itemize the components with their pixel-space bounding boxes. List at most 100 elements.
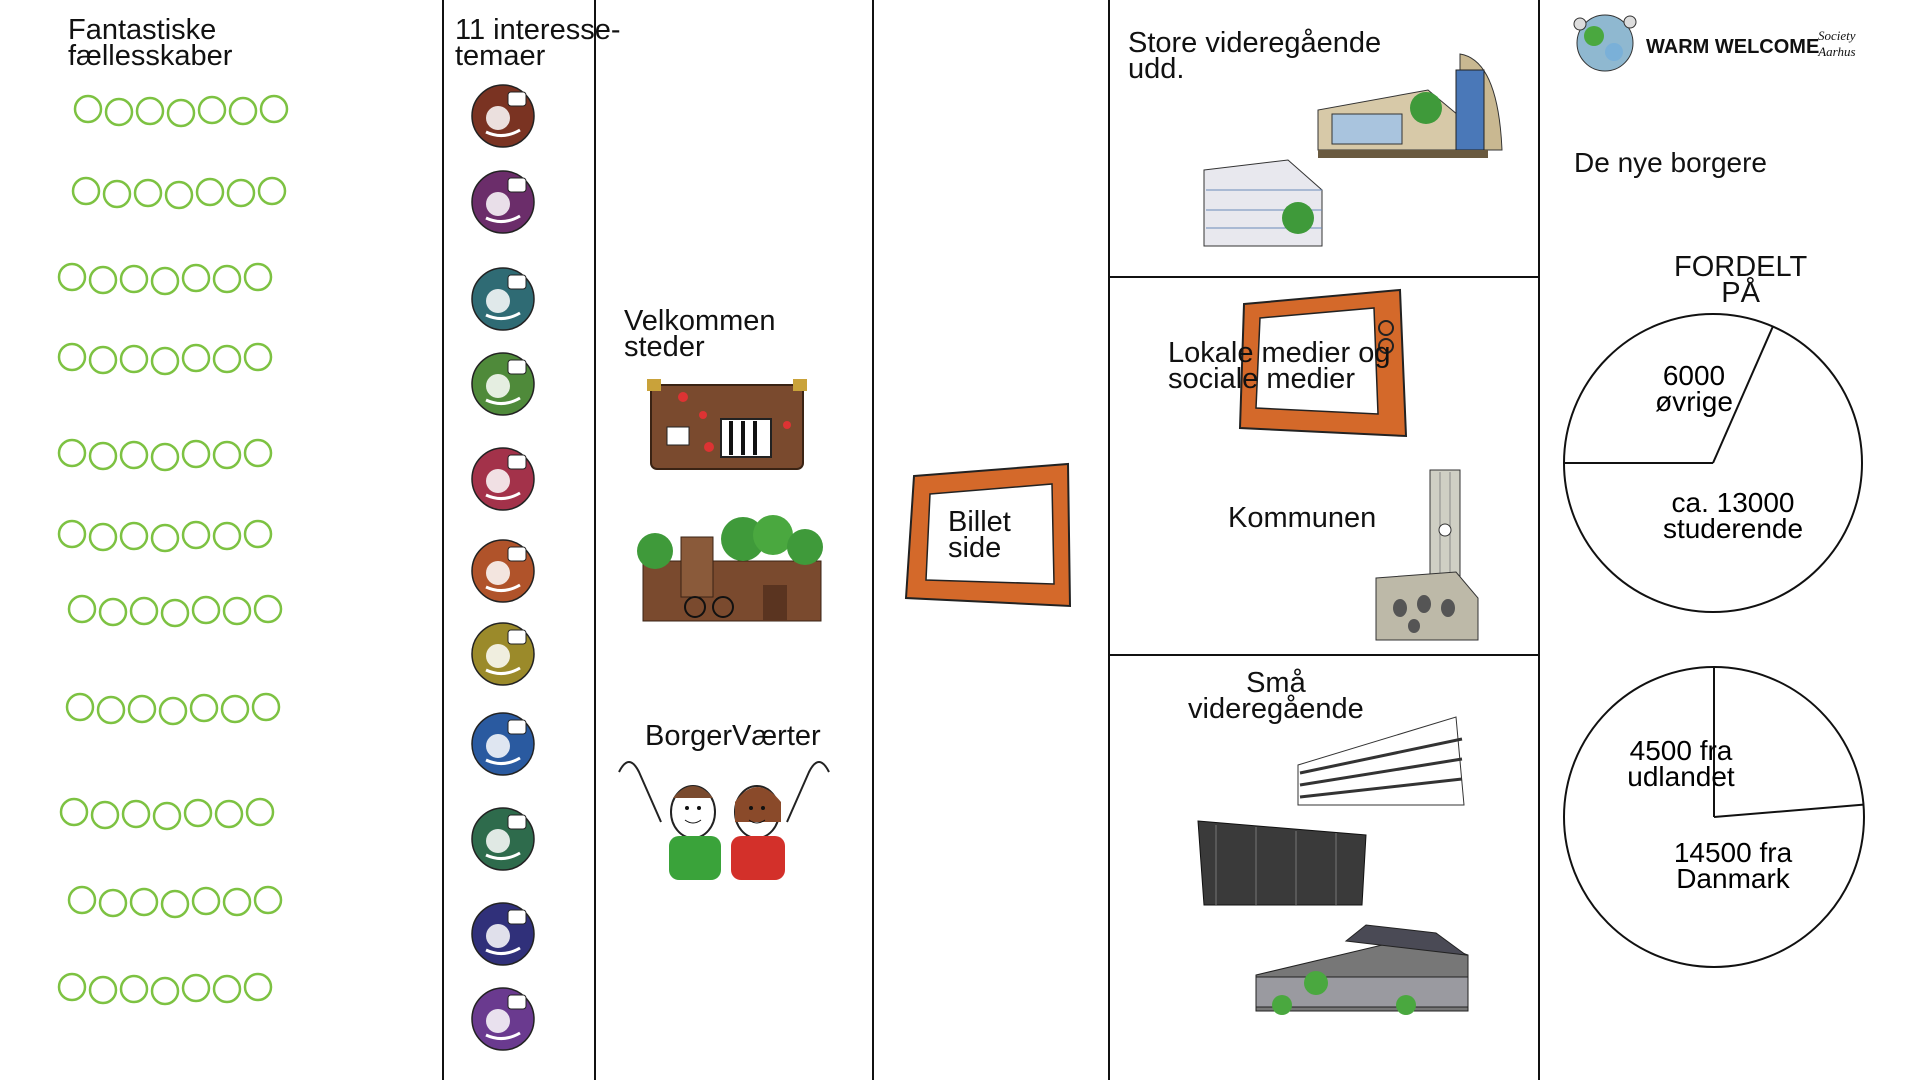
- community-circle: [88, 441, 118, 471]
- community-row: [72, 91, 302, 131]
- community-circle: [88, 522, 118, 552]
- community-row: [70, 173, 300, 213]
- community-circle: [133, 178, 163, 208]
- community-circle: [243, 972, 273, 1002]
- theatre-computer-icon: [470, 265, 536, 331]
- places-title: Velkommen steder: [624, 305, 776, 363]
- community-circle: [127, 694, 157, 724]
- music-note-icon: [470, 985, 536, 1051]
- community-circle: [119, 974, 149, 1004]
- community-circle: [119, 521, 149, 551]
- community-row: [56, 969, 286, 1009]
- logo-text: WARM WELCOME: [1646, 36, 1820, 58]
- community-circle: [253, 594, 283, 624]
- hosts-title: BorgerVærter: [645, 720, 821, 752]
- community-circle: [243, 262, 273, 292]
- community-circle: [222, 887, 252, 917]
- community-circle: [129, 596, 159, 626]
- community-circle: [150, 266, 180, 296]
- community-circle: [259, 94, 289, 124]
- community-circle: [67, 594, 97, 624]
- community-circle: [102, 179, 132, 209]
- municipality-title: Kommunen: [1228, 502, 1377, 534]
- community-circle: [226, 178, 256, 208]
- ball-sports-icon: [470, 710, 536, 776]
- pie-outline: [1563, 313, 1863, 613]
- community-circle: [243, 438, 273, 468]
- community-circle: [88, 345, 118, 375]
- community-circle: [191, 886, 221, 916]
- community-circle: [253, 885, 283, 915]
- community-circle: [160, 598, 190, 628]
- community-circle: [150, 346, 180, 376]
- divider-5: [1538, 0, 1540, 1080]
- media-frame: [1236, 288, 1411, 443]
- nature-food-icon: [470, 350, 536, 416]
- pie-slice-boundary: [1712, 326, 1774, 464]
- community-circle: [65, 692, 95, 722]
- community-circle: [191, 595, 221, 625]
- divider-h1: [1108, 276, 1540, 278]
- divider-h2: [1108, 654, 1538, 656]
- helping-hand-icon: [470, 445, 536, 511]
- community-circle: [57, 519, 87, 549]
- community-circle: [71, 176, 101, 206]
- community-circle: [150, 976, 180, 1006]
- warm-welcome-logo: [1570, 8, 1640, 78]
- community-circle: [183, 798, 213, 828]
- small-edu-title: Små videregående: [1188, 667, 1364, 725]
- community-circle: [181, 439, 211, 469]
- university-buildings-illustration: [1198, 50, 1508, 250]
- community-circle: [222, 596, 252, 626]
- handshake-icon: [470, 537, 536, 603]
- community-circle: [129, 887, 159, 917]
- community-circle: [164, 180, 194, 210]
- community-circle: [150, 442, 180, 472]
- community-circle: [57, 342, 87, 372]
- music-people-icon: [470, 168, 536, 234]
- community-circle: [119, 440, 149, 470]
- community-circle: [119, 264, 149, 294]
- community-circle: [121, 799, 151, 829]
- community-row: [56, 516, 286, 556]
- divider-2: [594, 0, 596, 1080]
- citizen-hosts-illustration: [609, 752, 839, 882]
- community-circle: [212, 344, 242, 374]
- community-circle: [160, 889, 190, 919]
- community-circle: [57, 438, 87, 468]
- community-row: [58, 794, 288, 834]
- themes-title: 11 interesse- temaer: [455, 14, 621, 72]
- community-row: [56, 339, 286, 379]
- community-row: [56, 259, 286, 299]
- pie-slice-boundary: [1713, 803, 1864, 818]
- community-circle: [243, 342, 273, 372]
- community-circle: [88, 975, 118, 1005]
- community-circle: [251, 692, 281, 722]
- logo-script: Society Aarhus: [1818, 28, 1856, 59]
- sports-skate-icon: [470, 620, 536, 686]
- community-circle: [96, 695, 126, 725]
- community-circle: [212, 264, 242, 294]
- community-circle: [228, 96, 258, 126]
- community-circle: [189, 693, 219, 723]
- community-circle: [158, 696, 188, 726]
- community-circle: [245, 797, 275, 827]
- ticket-label: Billet side: [948, 506, 1011, 564]
- city-hall-illustration: [1370, 468, 1485, 643]
- community-circle: [135, 96, 165, 126]
- community-circle: [98, 888, 128, 918]
- community-circle: [57, 972, 87, 1002]
- ideas-money-icon: [470, 900, 536, 966]
- park-building-illustration: [633, 515, 828, 625]
- community-circle: [243, 519, 273, 549]
- college-buildings-illustration: [1196, 715, 1506, 1020]
- community-circle: [57, 262, 87, 292]
- community-circle: [150, 523, 180, 553]
- community-row: [64, 689, 294, 729]
- community-circle: [88, 265, 118, 295]
- community-circle: [257, 176, 287, 206]
- community-circle: [98, 597, 128, 627]
- community-circle: [104, 97, 134, 127]
